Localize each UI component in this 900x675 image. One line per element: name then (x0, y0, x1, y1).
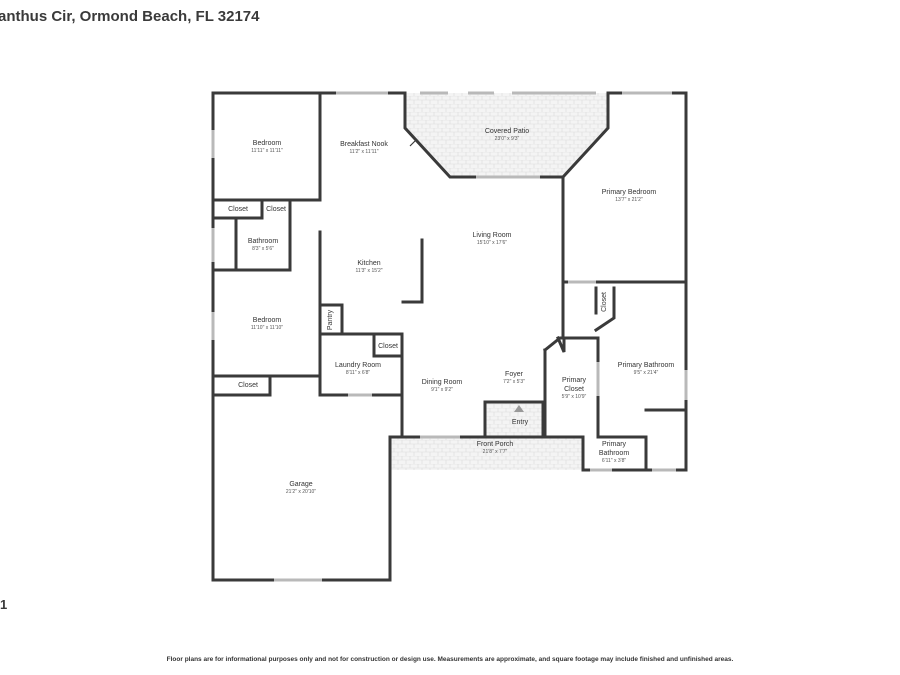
room-name-garage: Garage (289, 481, 312, 488)
room-name-closet-1: Closet (228, 206, 248, 213)
room-name-dining-room: Dining Room (422, 379, 463, 386)
room-name-front-porch: Front Porch (477, 441, 514, 448)
front-porch-paving (390, 437, 583, 470)
room-name-bedroom-2: Bedroom (253, 317, 282, 324)
room-dims-covered-patio: 23'0" x 9'3" (495, 136, 520, 142)
room-name-living-room: Living Room (473, 232, 512, 239)
room-name-bathroom: Bathroom (248, 238, 279, 245)
room-dims-bedroom-1: 11'11" x 11'11" (251, 148, 283, 154)
room-name-closet-laundry: Closet (378, 343, 398, 350)
room-dims-front-porch: 21'8" x 7'7" (483, 449, 508, 455)
property-address: anthus Cir, Ormond Beach, FL 32174 (0, 8, 260, 25)
covered-patio-paving (405, 93, 608, 177)
room-dims-garage: 21'2" x 20'10" (286, 489, 316, 495)
room-name-foyer: Foyer (505, 371, 524, 378)
room-dims-kitchen: 11'3" x 15'2" (355, 268, 382, 274)
room-name-kitchen: Kitchen (357, 260, 380, 267)
room-dims-bathroom: 8'3" x 5'6" (252, 246, 274, 252)
room-name-primary-bathroom-small-line2: Bathroom (599, 450, 630, 457)
room-name-covered-patio: Covered Patio (485, 128, 529, 135)
entry-arrow-icon (514, 405, 524, 412)
room-dims-laundry-room: 8'11" x 6'8" (346, 370, 370, 376)
room-name-primary-bedroom: Primary Bedroom (602, 189, 657, 196)
room-name-laundry-room: Laundry Room (335, 362, 381, 369)
room-name-closet-2: Closet (266, 206, 286, 213)
interior-walls (211, 91, 688, 472)
room-dims-dining-room: 9'1" x 9'2" (431, 387, 453, 393)
room-dims-primary-bedroom: 13'7" x 21'2" (615, 197, 643, 203)
room-name-closet-primary-bed: Closet (601, 292, 608, 312)
room-name-entry: Entry (512, 419, 529, 426)
room-name-primary-bathroom-small-line1: Primary (602, 441, 627, 448)
floor-number: 1 (0, 597, 8, 612)
room-dims-primary-bathroom: 9'5" x 21'4" (634, 370, 659, 376)
room-dims-bedroom-2: 11'10" x 11'10" (251, 325, 283, 331)
room-name-primary-closet-line1: Primary (562, 377, 587, 384)
room-dims-breakfast-nook: 11'2" x 11'11" (349, 149, 378, 155)
room-name-pantry: Pantry (327, 309, 334, 330)
room-dims-primary-closet: 5'9" x 10'9" (562, 394, 587, 400)
room-dims-foyer: 7'2" x 5'3" (503, 379, 525, 385)
room-labels: Bedroom 11'11" x 11'11" Breakfast Nook 1… (228, 128, 674, 495)
room-name-breakfast-nook: Breakfast Nook (340, 141, 388, 148)
room-dims-living-room: 15'10" x 17'6" (477, 240, 507, 246)
windows (211, 91, 688, 582)
room-name-bedroom-1: Bedroom (253, 140, 282, 147)
patio-post (404, 127, 417, 147)
disclaimer-text: Floor plans are for informational purpos… (166, 656, 734, 663)
room-name-closet-bedroom-2: Closet (238, 382, 258, 389)
room-dims-primary-bathroom-small: 6'11" x 3'8" (602, 458, 626, 464)
entry-step-paving (485, 402, 543, 437)
room-name-primary-closet-line2: Closet (564, 386, 584, 393)
room-name-primary-bathroom: Primary Bathroom (618, 362, 675, 369)
